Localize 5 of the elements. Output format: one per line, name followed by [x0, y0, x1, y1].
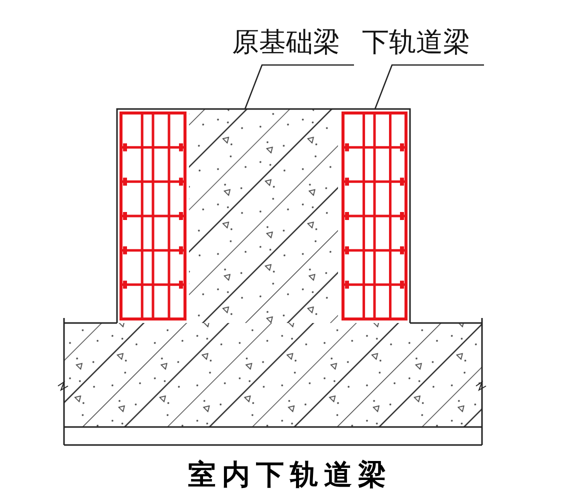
drawing-caption: 室内下轨道梁: [187, 457, 393, 493]
part-label: 原基础梁: [232, 26, 354, 62]
part-label: 下轨道梁: [362, 26, 484, 62]
leader-line: [244, 64, 354, 110]
leader-line: [374, 64, 484, 110]
